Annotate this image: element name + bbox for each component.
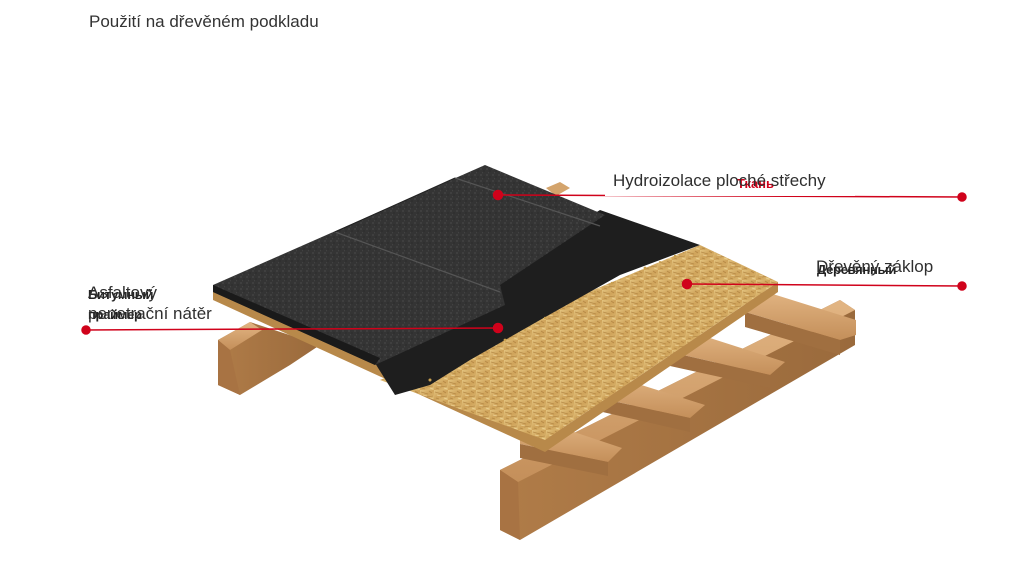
label-backdrop-hydroizolace: [605, 170, 855, 196]
label-asfalt-line2: penetrační nátěr: [88, 304, 212, 323]
primer-edge-specks: [428, 254, 677, 382]
leader-zaklop: [686, 283, 963, 287]
leader-dot-zaklop-start: [681, 278, 693, 290]
leader-lines: [81, 189, 967, 335]
shingle-layer: [213, 165, 605, 365]
leader-dot-asfalt-end: [81, 325, 91, 335]
ghost-label-left-2: праймер: [88, 307, 142, 322]
ghost-label-red: Ткань: [737, 176, 775, 191]
back-beam-stub: [546, 182, 570, 196]
leader-hydroizolace: [497, 194, 963, 198]
bottom-beam-left: [218, 322, 320, 395]
leader-dot-hydroizolace-end: [957, 192, 967, 202]
leader-dot-asfalt-start: [492, 322, 504, 334]
label-hydroizolace: Hydroizolace ploché střechy: [613, 171, 826, 190]
ghost-label-left-1: Битумный: [88, 287, 154, 302]
membrane-layer: [370, 210, 700, 395]
osb-board: [380, 245, 778, 440]
label-asfalt-line1: Asfaltový: [88, 283, 157, 302]
leader-dot-hydroizolace-start: [492, 189, 504, 201]
label-zaklop: Dřevěný záklop: [816, 257, 934, 276]
page-title: Použití na dřevěném podkladu: [89, 12, 319, 31]
leader-dot-zaklop-end: [957, 281, 967, 291]
ghost-label-zaklop: Деревянный: [817, 262, 897, 277]
leader-asfalt: [85, 327, 499, 331]
